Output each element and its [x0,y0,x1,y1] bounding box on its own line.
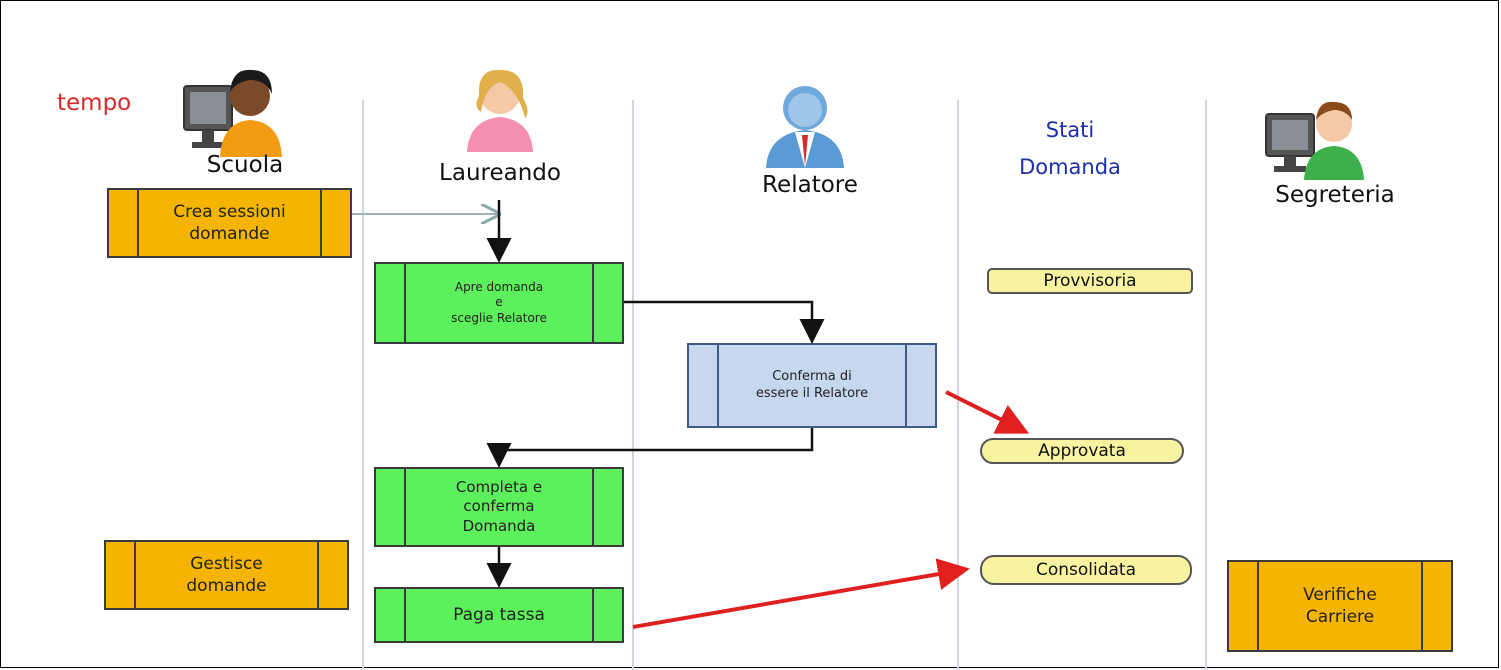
lane-title-scuola: Scuola [206,152,284,178]
process-label: Gestisce domande [186,553,267,596]
process-crea-sessioni: Crea sessioni domande [107,188,352,258]
process-label: Verifiche Carriere [1303,584,1377,627]
user-computer-icon [183,69,282,157]
arrow-conferma-to-completa [486,428,814,468]
arrow-to-approvata [945,390,1030,434]
process-completa-conferma: Completa e conferma Domanda [374,467,624,547]
tempo-label: tempo [57,90,132,116]
state-consolidata: Consolidata [980,555,1192,585]
female-user-icon [467,69,533,152]
state-approvata: Approvata [980,438,1184,464]
lane-divider [362,100,364,670]
process-label: Crea sessioni domande [173,201,286,244]
lane-title-laureando: Laureando [439,160,561,186]
process-label: Apre domanda e sceglie Relatore [451,279,547,325]
process-label: Conferma di essere il Relatore [755,368,869,401]
process-conferma-relatore: Conferma di essere il Relatore [687,343,937,428]
lane-divider [1205,100,1207,670]
process-gestisce-domande: Gestisce domande [104,540,349,610]
state-provvisoria: Provvisoria [987,268,1193,294]
arrow-apre-to-conferma [624,300,825,344]
process-verifiche-carriere: Verifiche Carriere [1227,560,1453,652]
process-apre-domanda: Apre domanda e sceglie Relatore [374,262,624,344]
lane-divider [632,100,634,670]
businessman-icon [766,86,844,168]
user-computer-icon [1265,101,1364,180]
lane-title-segreteria: Segreteria [1275,182,1395,208]
lane-title-relatore: Relatore [762,172,858,198]
lane-title-stati-line1: Stati [1045,118,1095,142]
process-paga-tassa: Paga tassa [374,587,624,643]
arrow-to-consolidata [632,558,970,629]
process-label: Completa e conferma Domanda [455,477,543,535]
lane-title-stati-line2: Domanda [1019,155,1121,179]
lane-divider [957,100,959,670]
process-label: Paga tassa [453,604,545,625]
